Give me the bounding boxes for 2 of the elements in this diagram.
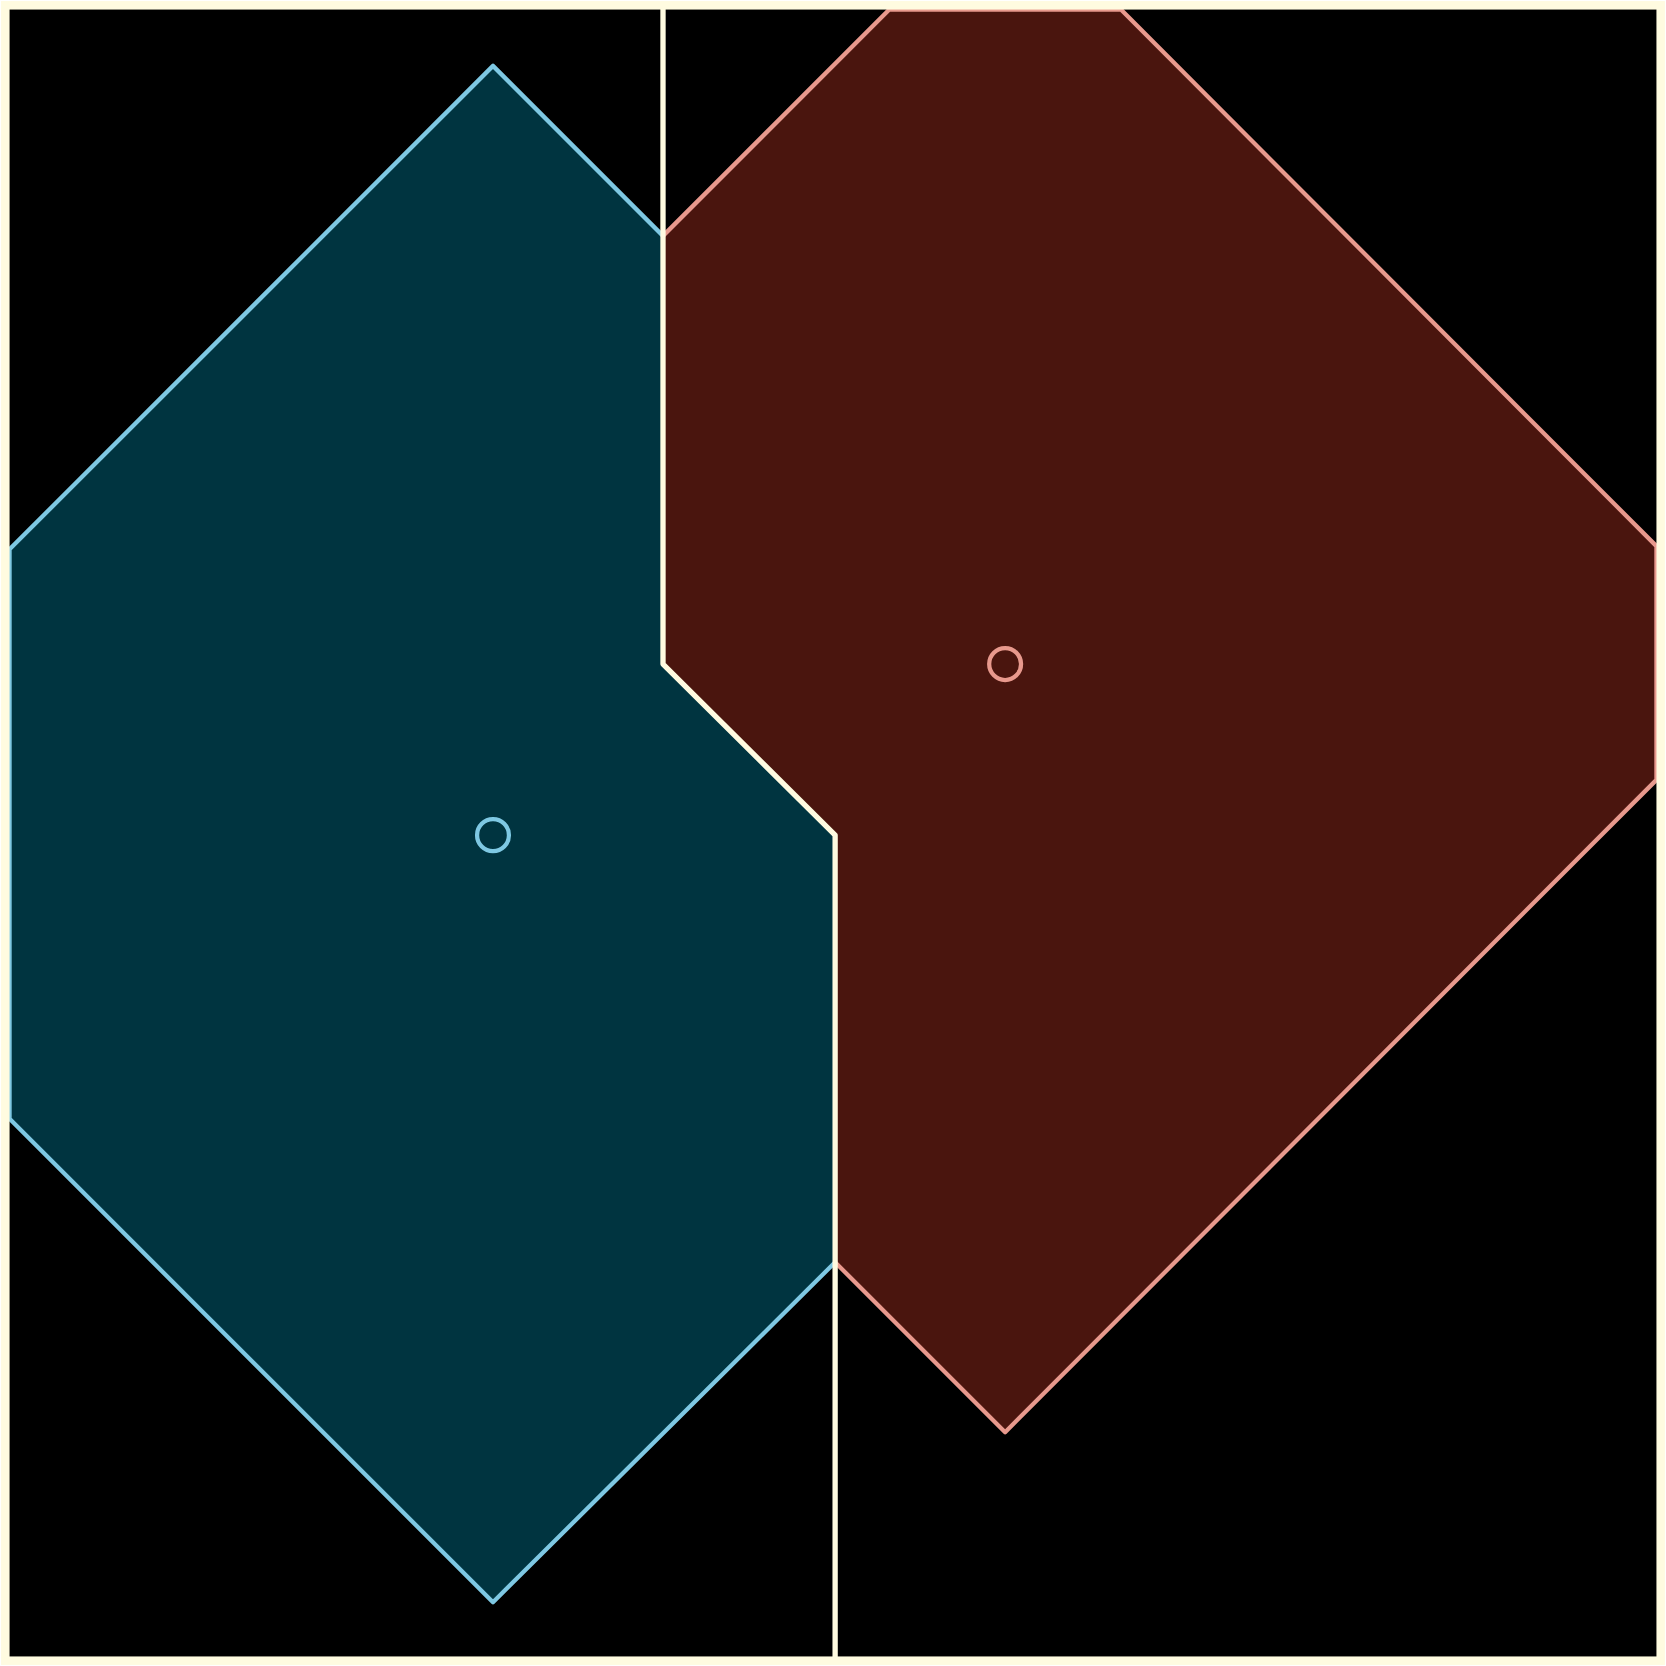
center-circle bbox=[474, 817, 512, 854]
center-circle bbox=[987, 646, 1024, 683]
